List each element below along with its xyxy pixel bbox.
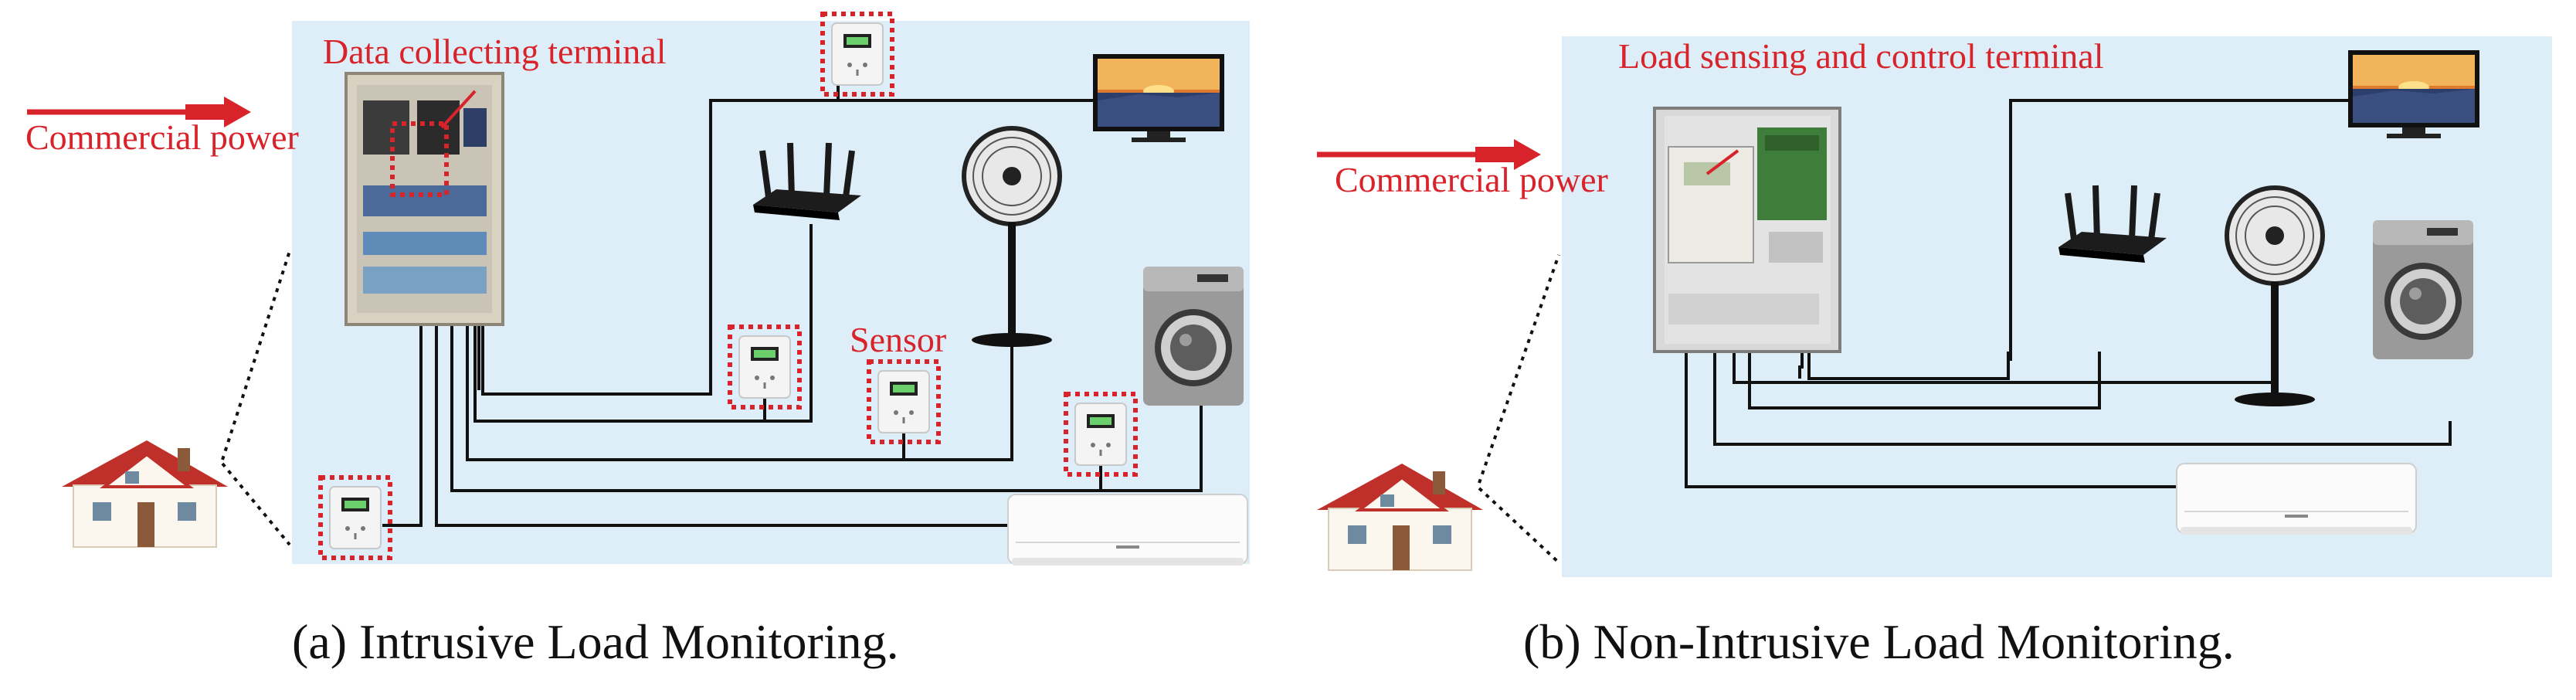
commercial-power-label: Commercial power [25,117,299,157]
wiring-b [1685,99,2452,488]
air-conditioner-icon [1007,494,1248,566]
terminal-label: Load sensing and control terminal [1618,36,2104,76]
data-collecting-terminal [344,72,504,326]
sensor-icon [823,14,892,94]
commercial-power-label: Commercial power [1335,160,1608,199]
caption-b: (b) Non-Intrusive Load Monitoring. [1523,614,2235,669]
panel-b: Load sensing and control terminal Commer… [1317,36,2552,669]
dotted-connector [1478,254,1560,484]
air-conditioner-icon [2176,463,2417,535]
sensor-icon [869,362,938,442]
dotted-connector [221,250,291,460]
sensor-label: Sensor [850,320,946,359]
load-sensing-terminal [1653,107,1841,353]
sensor-icon [1066,394,1135,474]
dotted-connector [221,462,291,546]
terminal-pointer [440,90,477,129]
terminal-pointer [1705,149,1739,175]
sensor-icon [730,327,799,407]
tv-icon [2348,50,2479,138]
terminal-label: Data collecting terminal [323,32,666,71]
house-icon [1315,462,1485,572]
washing-machine-icon [2373,220,2473,359]
house-icon [60,439,229,549]
sensor-icon [321,477,390,558]
caption-a: (a) Intrusive Load Monitoring. [292,614,899,669]
dotted-connector [1478,487,1560,564]
panel-a: Data collecting terminal Commercial powe… [25,14,1250,669]
tv-icon [1093,54,1224,142]
washing-machine-icon [1143,267,1244,406]
